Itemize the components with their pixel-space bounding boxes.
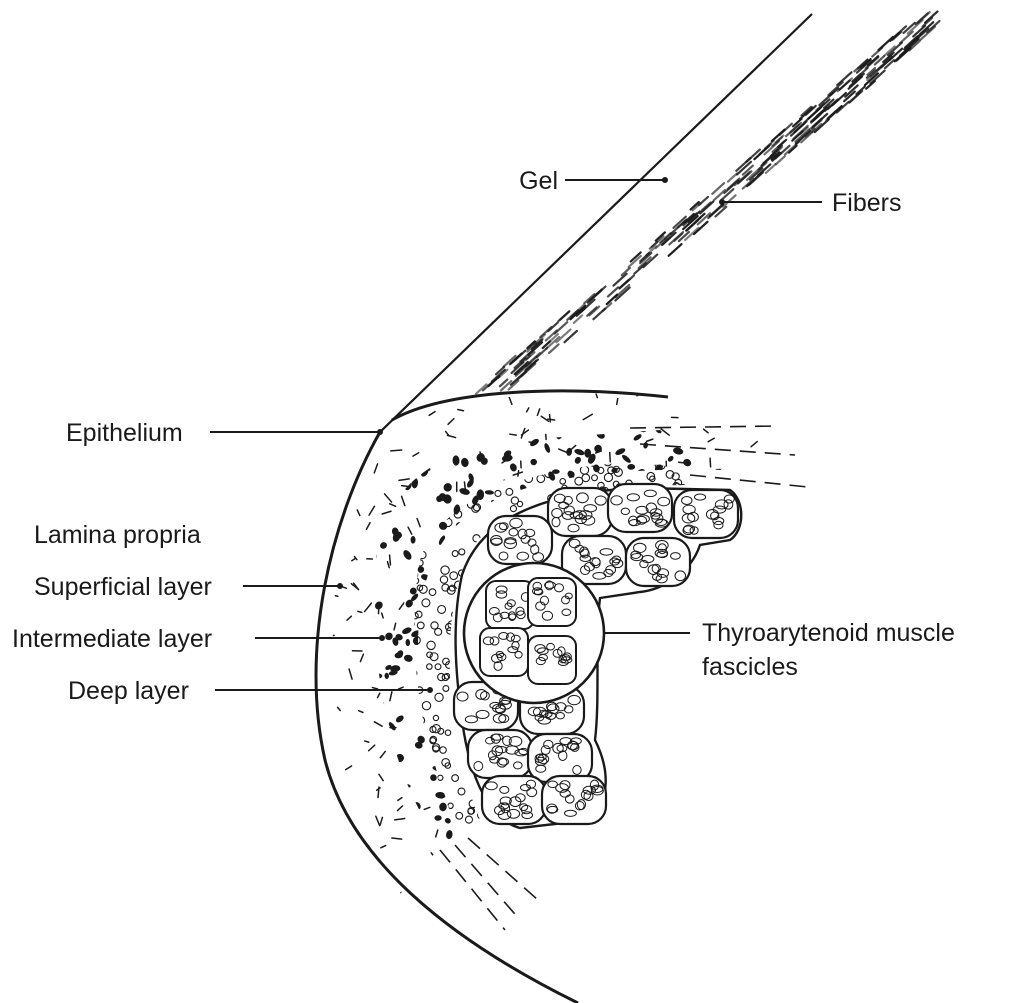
superficial-layer-label: Superficial layer	[34, 573, 212, 601]
gel-label: Gel	[519, 167, 558, 195]
epithelium-label: Epithelium	[66, 419, 183, 447]
gel-layer	[380, 14, 840, 432]
upper-surface-outline	[392, 391, 668, 420]
intermediate-layer-label: Intermediate layer	[12, 625, 212, 653]
lamina-propria-label: Lamina propria	[34, 521, 201, 549]
deep-layer-label: Deep layer	[68, 677, 189, 705]
muscle-label-line1: Thyroarytenoid muscle	[702, 619, 955, 647]
fibers-label: Fibers	[832, 189, 901, 217]
thyroarytenoid-muscle	[454, 484, 741, 828]
muscle-label-line2: fascicles	[702, 653, 798, 681]
